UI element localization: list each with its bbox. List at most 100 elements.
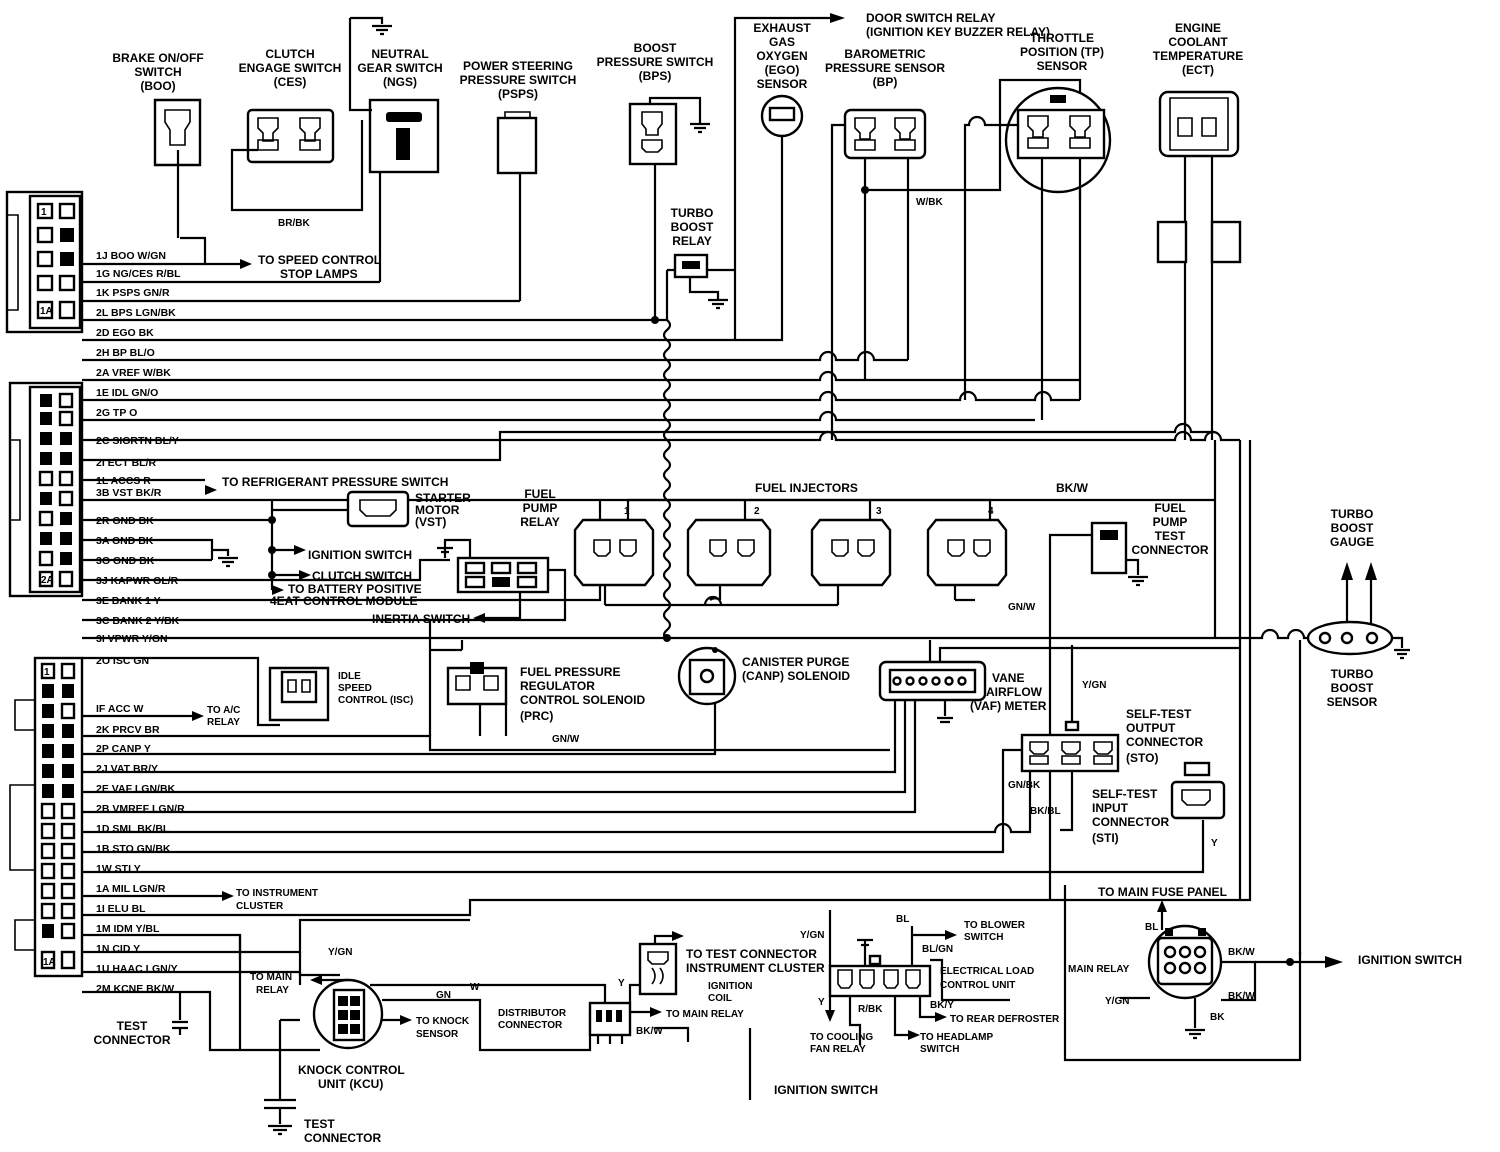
svg-text:Y: Y (618, 978, 625, 989)
svg-text:INERTIA SWITCH: INERTIA SWITCH (372, 612, 470, 626)
boo-label: BRAKE ON/OFF (112, 51, 203, 65)
svg-text:BOOST: BOOST (1331, 681, 1374, 695)
svg-text:REGULATOR: REGULATOR (520, 679, 595, 693)
ground-icon (212, 548, 238, 568)
injector-2: 2 (686, 506, 772, 587)
pin-label: 1I ELU BL (96, 903, 146, 915)
pin-label: 1G NG/CES R/BL (96, 268, 181, 280)
clutch-switch-ces: CLUTCH ENGAGE SWITCH (CES) BR/BK (230, 47, 364, 229)
svg-text:PRESSURE SENSOR: PRESSURE SENSOR (825, 61, 945, 75)
test-connector-left: TEST CONNECTOR (93, 992, 188, 1047)
svg-text:TO MAIN RELAY: TO MAIN RELAY (666, 1009, 744, 1020)
pin-label: 1B STO GN/BK (96, 843, 171, 855)
pin-label: 3C BANK 2 Y/BK (96, 615, 180, 627)
svg-text:TO MAIN: TO MAIN (250, 972, 292, 983)
pin-label: 1N CID Y (96, 943, 140, 955)
svg-text:GN/W: GN/W (1008, 602, 1036, 613)
svg-text:(BOO): (BOO) (140, 79, 175, 93)
svg-text:RELAY: RELAY (520, 515, 560, 529)
instrument-cluster-lead: TO INSTRUMENT CLUSTER (236, 888, 318, 912)
svg-text:(CANP) SOLENOID: (CANP) SOLENOID (742, 669, 850, 683)
fuel-injectors: FUEL INJECTORS 1 2 3 4 BK/W (573, 481, 1089, 607)
svg-text:RELAY: RELAY (256, 985, 289, 996)
svg-text:IDLE: IDLE (338, 671, 361, 682)
pin-label: 2R GND BK (96, 515, 154, 527)
svg-text:(PSPS): (PSPS) (498, 87, 538, 101)
pin-label: 1M IDM Y/BL (96, 923, 160, 935)
svg-text:CONNECTOR: CONNECTOR (1092, 815, 1169, 829)
ignition-switch-bottom: IGNITION SWITCH (774, 1083, 878, 1097)
svg-text:ENGINE: ENGINE (1175, 21, 1221, 35)
pin-label: 2E VAF LGN/BK (96, 783, 176, 795)
pin-label: 1W STI Y (96, 863, 141, 875)
pin-label: 3E BANK 1 Y (96, 595, 161, 607)
fuel-pump-test-connector: FUEL PUMP TEST CONNECTOR GN/W (1008, 488, 1217, 900)
svg-text:FUEL INJECTORS: FUEL INJECTORS (755, 481, 858, 495)
neutral-gear-switch-ngs: NEUTRAL GEAR SWITCH (NGS) (348, 16, 443, 282)
svg-text:NEUTRAL: NEUTRAL (371, 47, 428, 61)
ecu-connector-1: 1 1A (5, 190, 84, 334)
door-switch-relay-lead: DOOR SWITCH RELAY (IGNITION KEY BUZZER R… (733, 11, 1050, 270)
svg-text:TEMPERATURE: TEMPERATURE (1153, 49, 1243, 63)
pin-label: 1K PSPS GN/R (96, 287, 170, 299)
svg-text:DISTRIBUTOR: DISTRIBUTOR (498, 1008, 567, 1019)
pin-label: 1U HAAC LGN/Y (96, 963, 178, 975)
svg-text:INPUT: INPUT (1092, 801, 1129, 815)
svg-text:BAROMETRIC: BAROMETRIC (844, 47, 926, 61)
svg-text:TO KNOCK: TO KNOCK (416, 1016, 470, 1027)
svg-text:EXHAUST: EXHAUST (753, 21, 811, 35)
svg-text:SENSOR: SENSOR (416, 1029, 459, 1040)
svg-text:W: W (470, 982, 480, 993)
main-relay: MAIN RELAY TO MAIN FUSE PANEL IGNITION S… (1063, 640, 1462, 1062)
svg-text:GN/BK: GN/BK (1008, 780, 1041, 791)
svg-text:(NGS): (NGS) (383, 75, 417, 89)
fuel-pump-relay: FUEL PUMP RELAY INERTIA SWITCH (372, 487, 560, 626)
svg-text:BOOST: BOOST (1331, 521, 1374, 535)
svg-text:TO BLOWER: TO BLOWER (964, 920, 1026, 931)
fuel-pressure-regulator-prc: FUEL PRESSURE REGULATOR CONTROL SOLENOID… (428, 620, 645, 745)
svg-text:Y: Y (1211, 838, 1218, 849)
svg-text:3: 3 (876, 506, 882, 517)
svg-text:CANISTER PURGE: CANISTER PURGE (742, 655, 849, 669)
svg-text:FAN RELAY: FAN RELAY (810, 1044, 866, 1055)
pin-label: 2C SIGRTN BL/Y (96, 435, 179, 447)
pin-label: 1J BOO W/GN (96, 250, 166, 262)
pin-label: IF ACC W (96, 703, 144, 715)
svg-text:(STI): (STI) (1092, 831, 1119, 845)
pin-label: 3A GND BK (96, 535, 154, 547)
pin-label: 3J KAPWR GL/R (96, 575, 179, 587)
injector-1: 1 (573, 506, 655, 587)
svg-text:Y/GN: Y/GN (1082, 680, 1106, 691)
svg-text:R/BK: R/BK (858, 1004, 883, 1015)
svg-text:ELECTRICAL LOAD: ELECTRICAL LOAD (940, 966, 1034, 977)
svg-text:TO BATTERY POSITIVE: TO BATTERY POSITIVE (288, 582, 422, 596)
svg-text:SWITCH: SWITCH (964, 932, 1003, 943)
svg-text:CONTROL (ISC): CONTROL (ISC) (338, 695, 413, 706)
pin-label: 2M KCNE BK/W (96, 983, 174, 995)
svg-text:GAS: GAS (769, 35, 795, 49)
pin-label: 1E IDL GN/O (96, 387, 158, 399)
pin-label: 1D SML BK/BL (96, 823, 170, 835)
svg-text:TEST: TEST (117, 1019, 148, 1033)
boost-pressure-switch-bps: BOOST PRESSURE SWITCH (BPS) (597, 41, 713, 324)
pin-label: 2O ISC GN (96, 655, 149, 667)
svg-text:CONNECTOR: CONNECTOR (93, 1033, 170, 1047)
block1-top-label: 1 (41, 207, 47, 218)
svg-text:CONNECTOR: CONNECTOR (1126, 735, 1203, 749)
svg-text:SENSOR: SENSOR (1327, 695, 1378, 709)
svg-text:(BP): (BP) (873, 75, 898, 89)
svg-text:CONNECTOR: CONNECTOR (304, 1131, 381, 1145)
svg-text:(STO): (STO) (1126, 751, 1158, 765)
svg-text:SENSOR: SENSOR (1037, 59, 1088, 73)
pin-label: 2B VMREF LGN/R (96, 803, 185, 815)
svg-text:RELAY: RELAY (672, 234, 712, 248)
injector-3: 3 (810, 506, 892, 587)
block1-bottom-label: 1A (40, 306, 53, 317)
svg-text:OUTPUT: OUTPUT (1126, 721, 1176, 735)
svg-text:Y: Y (818, 997, 825, 1008)
svg-text:SWITCH: SWITCH (920, 1044, 959, 1055)
svg-text:TEST: TEST (1155, 529, 1186, 543)
pin-label: 2J VAT BR/Y (96, 763, 158, 775)
turbo-boost-sensor: TURBO BOOST SENSOR (1240, 620, 1410, 709)
svg-text:IGNITION SWITCH: IGNITION SWITCH (1358, 953, 1462, 967)
